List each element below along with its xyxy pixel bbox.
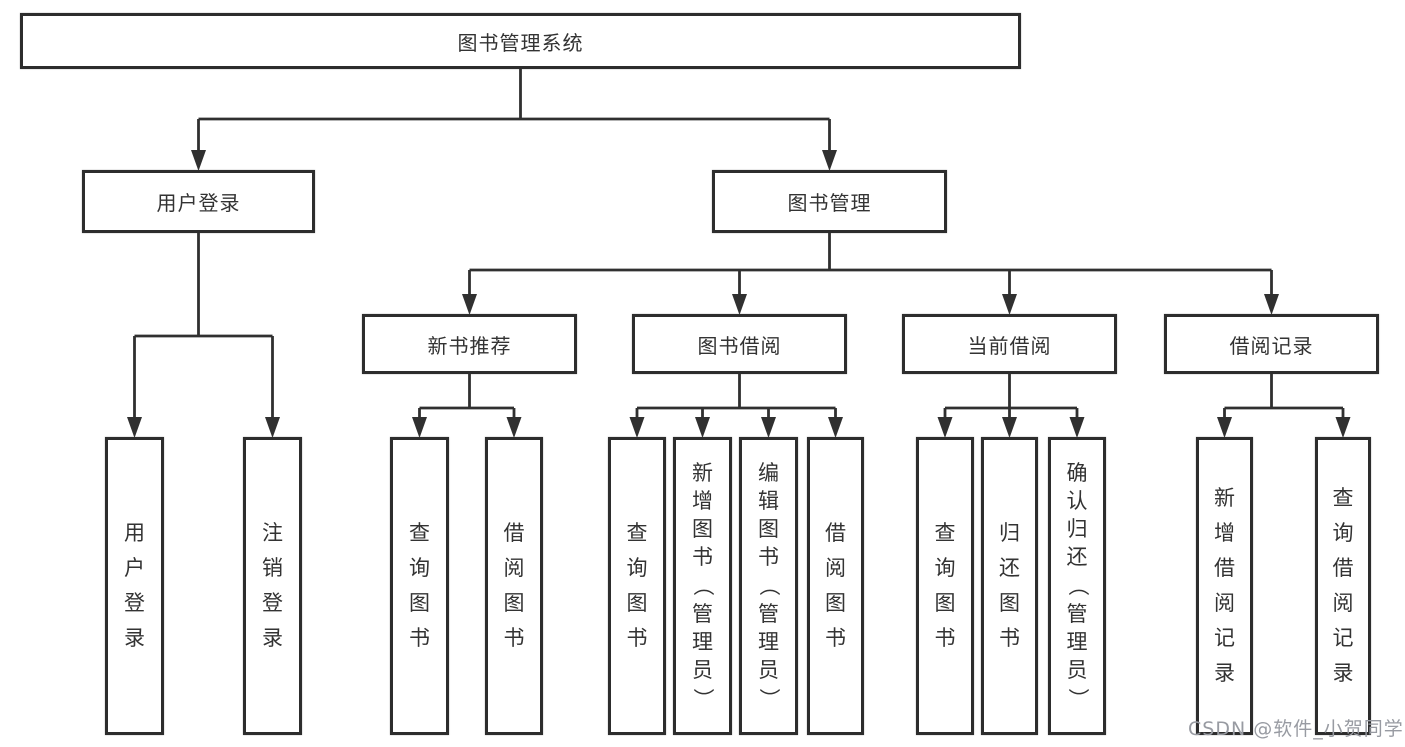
node-leaf-add-record: 新增借阅记录 xyxy=(1196,437,1253,735)
arrowhead-icon xyxy=(462,294,477,315)
arrowhead-icon xyxy=(828,417,843,438)
node-label-book-mgmt: 图书管理 xyxy=(787,191,872,215)
arrowhead-icon xyxy=(732,294,747,315)
arrowhead-icon xyxy=(1217,417,1232,438)
node-leaf-query-book-1: 查询图书 xyxy=(390,437,449,735)
node-leaf-query-book-2: 查询图书 xyxy=(608,437,666,735)
node-leaf-return-book: 归还图书 xyxy=(981,437,1038,735)
node-leaf-borrow-book-2: 借阅图书 xyxy=(807,437,864,735)
arrowhead-icon xyxy=(1264,294,1279,315)
arrowhead-icon xyxy=(1069,417,1085,438)
node-label-leaf-confirm-return: 确认归还（管理员） xyxy=(1065,461,1090,709)
node-new-book-rec: 新书推荐 xyxy=(362,314,577,374)
node-label-leaf-borrow-book-2: 借阅图书 xyxy=(825,520,846,651)
node-label-root: 图书管理系统 xyxy=(457,30,584,55)
node-root: 图书管理系统 xyxy=(20,13,1021,69)
arrowhead-icon xyxy=(265,417,280,438)
node-book-borrow: 图书借阅 xyxy=(632,314,847,374)
node-label-book-borrow: 图书借阅 xyxy=(697,333,782,358)
arrowhead-icon xyxy=(191,150,206,171)
watermark: CSDN @软件_小贺同学 xyxy=(1188,718,1404,740)
node-leaf-confirm-return: 确认归还（管理员） xyxy=(1048,437,1106,735)
node-label-leaf-add-record: 新增借阅记录 xyxy=(1214,485,1235,686)
node-label-leaf-borrow-book-1: 借阅图书 xyxy=(503,520,525,651)
node-leaf-query-record: 查询借阅记录 xyxy=(1315,437,1371,735)
node-label-leaf-query-record: 查询借阅记录 xyxy=(1332,485,1354,686)
arrowhead-icon xyxy=(1002,417,1017,438)
node-leaf-query-book-3: 查询图书 xyxy=(916,437,974,735)
node-label-leaf-edit-book: 编辑图书（管理员） xyxy=(757,461,782,709)
arrowhead-icon xyxy=(822,150,837,171)
node-leaf-borrow-book-1: 借阅图书 xyxy=(485,437,543,735)
arrowhead-icon xyxy=(1335,417,1351,438)
node-label-user-login: 用户登录 xyxy=(156,191,241,215)
node-label-current-borrow: 当前借阅 xyxy=(967,333,1052,358)
arrowhead-icon xyxy=(127,417,142,438)
arrowhead-icon xyxy=(629,417,645,438)
node-leaf-user-login: 用户登录 xyxy=(105,437,164,735)
node-label-leaf-logout: 注销登录 xyxy=(262,520,283,651)
node-current-borrow: 当前借阅 xyxy=(902,314,1117,374)
node-book-mgmt: 图书管理 xyxy=(712,170,947,233)
node-label-leaf-query-book-1: 查询图书 xyxy=(409,520,430,651)
node-label-borrow-records: 借阅记录 xyxy=(1229,333,1314,358)
arrowhead-icon xyxy=(412,417,427,438)
arrowhead-icon xyxy=(1002,294,1017,315)
node-leaf-logout: 注销登录 xyxy=(243,437,302,735)
node-user-login: 用户登录 xyxy=(82,170,315,233)
arrowhead-icon xyxy=(695,417,710,438)
node-borrow-records: 借阅记录 xyxy=(1164,314,1379,374)
node-label-leaf-user-login: 用户登录 xyxy=(124,520,145,651)
node-leaf-add-book: 新增图书（管理员） xyxy=(673,437,732,735)
node-label-leaf-add-book: 新增图书（管理员） xyxy=(691,461,716,709)
node-label-leaf-return-book: 归还图书 xyxy=(999,520,1020,651)
node-leaf-edit-book: 编辑图书（管理员） xyxy=(739,437,798,735)
arrowhead-icon xyxy=(937,417,953,438)
arrowhead-icon xyxy=(506,417,522,438)
node-label-new-book-rec: 新书推荐 xyxy=(427,333,512,358)
node-label-leaf-query-book-2: 查询图书 xyxy=(626,520,648,651)
arrowhead-icon xyxy=(761,417,776,438)
node-label-leaf-query-book-3: 查询图书 xyxy=(934,520,956,651)
